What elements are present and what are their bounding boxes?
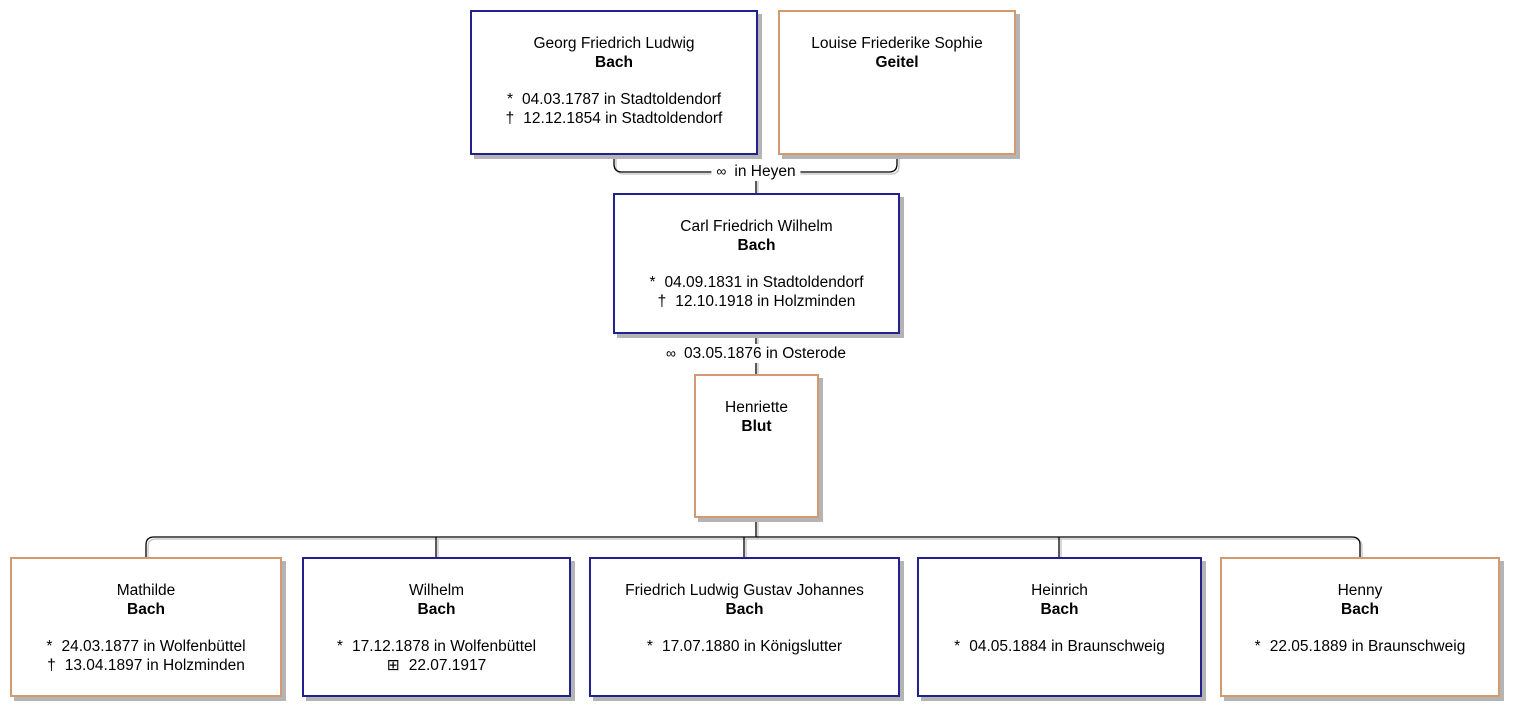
person-events: * 22.05.1889 in Braunschweig — [1222, 637, 1498, 656]
birth-symbol: * — [954, 638, 961, 655]
marriage-icon: ∞ — [666, 345, 676, 361]
surname: Bach — [725, 601, 764, 618]
birth-symbol: * — [336, 638, 343, 655]
given-name: Georg Friedrich Ludwig — [533, 35, 695, 52]
person-box-georg-friedrich-ludwig-bach[interactable]: Georg Friedrich Ludwig Bach * 04.03.1787 … — [470, 10, 758, 155]
fallen-in-war-symbol: ⊞ — [386, 657, 400, 674]
birth-symbol: * — [649, 274, 656, 291]
person-box-friedrich-ludwig-gustav-johannes-bach[interactable]: Friedrich Ludwig Gustav Johannes Bach * 1… — [589, 557, 900, 697]
marriage-text: in Heyen — [734, 163, 796, 180]
birth-event-text: 04.03.1787 in Stadtoldendorf — [521, 91, 722, 108]
given-name: Heinrich — [1031, 582, 1088, 599]
death-event-text: 12.12.1854 in Stadtoldendorf — [523, 110, 723, 127]
surname: Bach — [1040, 601, 1079, 618]
marriage-icon: ∞ — [716, 163, 727, 179]
person-events: * 04.03.1787 in Stadtoldendorf † 12.12.185… — [472, 90, 756, 128]
marriage-label-carl-henriette: ∞ 03.05.1876 in Osterode — [661, 344, 851, 363]
given-name: Mathilde — [116, 582, 176, 599]
surname: Blut — [741, 418, 772, 435]
given-name: Louise Friederike Sophie — [811, 35, 983, 52]
person-box-carl-friedrich-wilhelm-bach[interactable]: Carl Friedrich Wilhelm Bach * 04.09.1831 … — [613, 193, 900, 334]
connector-children-bus — [145, 536, 1361, 557]
given-name: Henny — [1337, 582, 1383, 599]
birth-symbol: * — [646, 638, 653, 655]
person-box-henny-bach[interactable]: Henny Bach * 22.05.1889 in Braunschweig — [1220, 557, 1500, 697]
person-box-mathilde-bach[interactable]: Mathilde Bach * 24.03.1877 in Wolfenbütte… — [10, 557, 282, 697]
birth-symbol: * — [506, 91, 513, 108]
surname: Bach — [737, 237, 776, 254]
person-box-henriette-blut[interactable]: Henriette Blut — [694, 374, 819, 518]
person-events: * 04.09.1831 in Stadtoldendorf † 12.10.191… — [615, 273, 898, 311]
given-name: Carl Friedrich Wilhelm — [680, 218, 833, 235]
surname: Bach — [1341, 601, 1379, 618]
marriage-label-georg-louise: ∞ in Heyen — [711, 162, 801, 181]
marriage-text: 03.05.1876 in Osterode — [683, 345, 846, 362]
person-events: * 24.03.1877 in Wolfenbüttel † 13.04.1897 … — [12, 637, 280, 675]
death-symbol: † — [505, 110, 515, 127]
birth-event-text: 24.03.1877 in Wolfenbüttel — [61, 638, 246, 655]
surname: Bach — [127, 601, 165, 618]
surname: Bach — [595, 54, 633, 71]
person-box-louise-friederike-sophie-geitel[interactable]: Louise Friederike Sophie Geitel — [778, 10, 1016, 155]
person-events: * 17.07.1880 in Königslutter — [591, 637, 898, 656]
given-name: Wilhelm — [408, 582, 465, 599]
birth-symbol: * — [1254, 638, 1261, 655]
birth-event-text: 04.05.1884 in Braunschweig — [969, 638, 1165, 655]
surname: Bach — [417, 601, 456, 618]
death-event-text: 12.10.1918 in Holzminden — [675, 293, 856, 310]
death-event-text: 13.04.1897 in Holzminden — [64, 657, 245, 674]
given-name: Friedrich Ludwig Gustav Johannes — [625, 582, 864, 599]
person-box-heinrich-bach[interactable]: Heinrich Bach * 04.05.1884 in Braunschwei… — [917, 557, 1202, 697]
birth-event-text: 17.07.1880 in Königslutter — [661, 638, 843, 655]
death-symbol: † — [47, 657, 56, 674]
person-events: * 04.05.1884 in Braunschweig — [919, 637, 1200, 656]
birth-event-text: 17.12.1878 in Wolfenbüttel — [351, 638, 537, 655]
birth-event-text: 22.05.1889 in Braunschweig — [1269, 638, 1466, 655]
fallen-event-text: 22.07.1917 — [408, 657, 487, 674]
person-events: * 17.12.1878 in Wolfenbüttel ⊞ 22.07.1917 — [304, 637, 569, 675]
birth-event-text: 04.09.1831 in Stadtoldendorf — [664, 274, 864, 291]
person-box-wilhelm-bach[interactable]: Wilhelm Bach * 17.12.1878 in Wolfenbüttel… — [302, 557, 571, 697]
birth-symbol: * — [46, 638, 53, 655]
surname: Geitel — [875, 54, 919, 71]
death-symbol: † — [657, 293, 667, 310]
given-name: Henriette — [725, 399, 788, 416]
